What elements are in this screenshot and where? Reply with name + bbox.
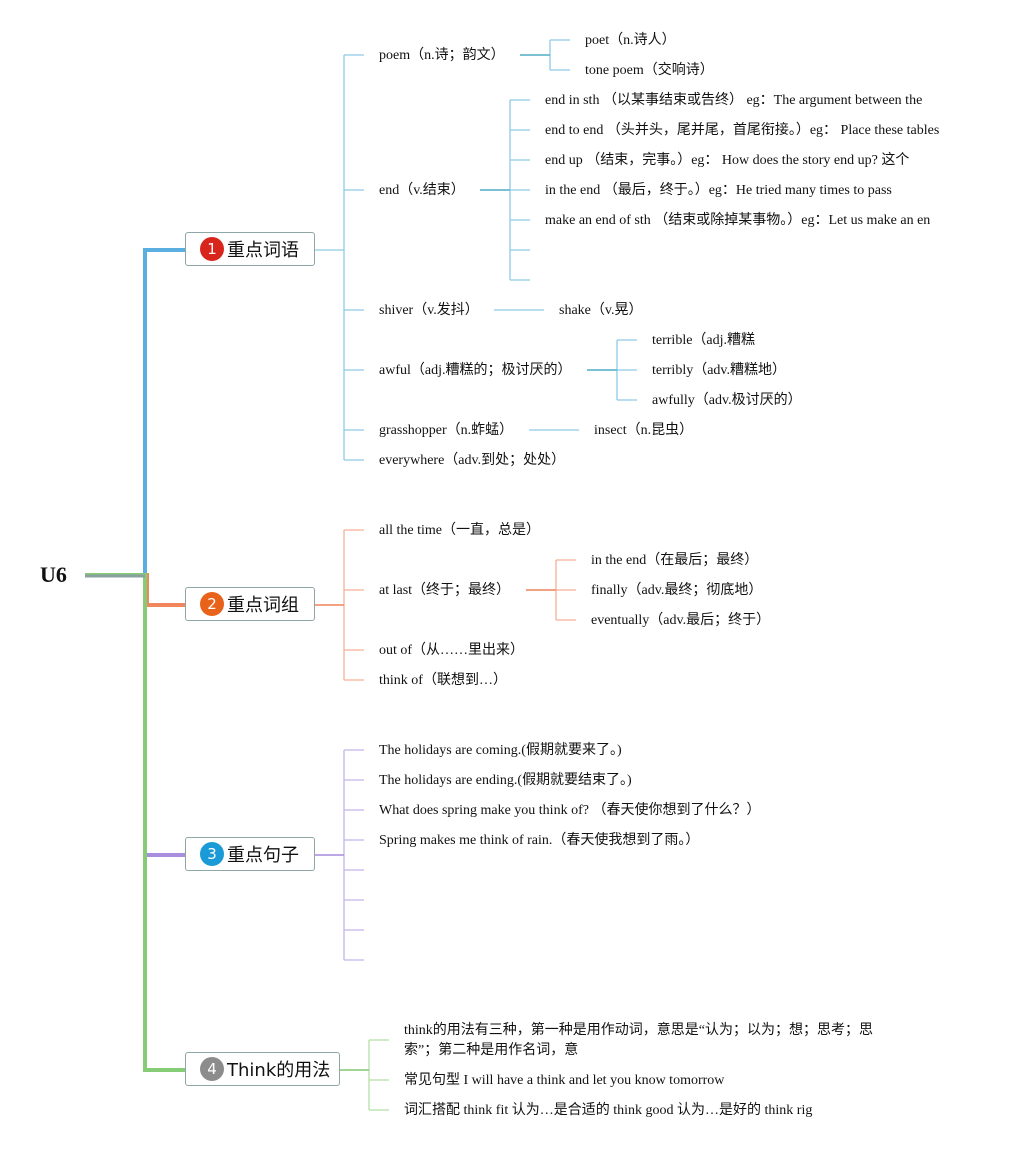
number-3-icon: 3 (200, 842, 224, 866)
node-out-of[interactable]: out of（从……里出来） (379, 643, 525, 658)
node-in-the-end-phrase[interactable]: in the end（在最后；最终） (591, 553, 759, 568)
node-end-in-sth[interactable]: end in sth （以某事结束或告终） eg：The argument be… (545, 93, 923, 108)
branch-key-sentences[interactable]: 3 重点句子 (185, 837, 315, 871)
node-think-usage-desc[interactable]: think的用法有三种，第一种是用作动词，意思是“认为；以为；想；思考；思索”；… (404, 1023, 873, 1058)
trunk-line-3 (85, 573, 185, 857)
branch-label: 重点句子 (227, 845, 299, 866)
node-in-the-end[interactable]: in the end （最后，终于。）eg：He tried many time… (545, 183, 892, 198)
branch-label: 重点词组 (227, 595, 299, 616)
node-sentence-4[interactable]: Spring makes me think of rain.（春天使我想到了雨。… (379, 833, 700, 848)
node-terribly[interactable]: terribly（adv.糟糕地） (652, 363, 787, 378)
node-awfully[interactable]: awfully（adv.极讨厌的） (652, 393, 802, 408)
b3-ticks (344, 749, 364, 961)
node-grasshopper[interactable]: grasshopper（n.蚱蜢） (379, 423, 514, 438)
node-all-the-time[interactable]: all the time（一直，总是） (379, 523, 540, 538)
node-poet[interactable]: poet（n.诗人） (585, 33, 676, 48)
trunk-line-2 (85, 573, 185, 607)
number-1-icon: 1 (200, 237, 224, 261)
number-4-icon: 4 (200, 1057, 224, 1081)
node-insect[interactable]: insect（n.昆虫） (594, 423, 694, 438)
node-end-up[interactable]: end up （结束，完事。）eg： How does the story en… (545, 153, 910, 168)
branch-key-phrases[interactable]: 2 重点词组 (185, 587, 315, 621)
node-tone-poem[interactable]: tone poem（交响诗） (585, 63, 714, 78)
trunk-line-1 (85, 248, 185, 577)
node-end-to-end[interactable]: end to end （头并头，尾并尾，首尾衔接。）eg： Place thes… (545, 123, 940, 138)
trunk-line-4 (85, 573, 185, 1072)
node-poem[interactable]: poem（n.诗；韵文） (379, 48, 505, 63)
node-think-collocation[interactable]: 词汇搭配 think fit 认为…是合适的 think good 认为…是好的… (404, 1103, 813, 1118)
node-shake[interactable]: shake（v.晃） (559, 303, 643, 318)
branch-label: 重点词语 (227, 240, 299, 261)
branch-think-usage[interactable]: 4 Think的用法 (185, 1052, 340, 1086)
end-ticks (510, 99, 530, 281)
node-terrible[interactable]: terrible（adj.糟糕 (652, 333, 756, 348)
node-sentence-2[interactable]: The holidays are ending.(假期就要结束了。) (379, 773, 632, 788)
node-make-an-end[interactable]: make an end of sth （结束或除掉某事物。）eg：Let us … (545, 213, 931, 228)
node-at-last[interactable]: at last（终于；最终） (379, 583, 511, 598)
b4-connector (340, 1040, 370, 1110)
node-everywhere[interactable]: everywhere（adv.到处；处处） (379, 453, 566, 468)
node-shiver[interactable]: shiver（v.发抖） (379, 303, 479, 318)
b2-ticks (344, 529, 364, 681)
node-think-of[interactable]: think of（联想到…） (379, 673, 507, 688)
node-end[interactable]: end（v.结束） (379, 183, 465, 198)
root-node[interactable]: U6 (40, 562, 67, 587)
b4-ticks (369, 1039, 389, 1111)
node-think-pattern[interactable]: 常见句型 I will have a think and let you kno… (404, 1073, 725, 1088)
node-awful[interactable]: awful（adj.糟糕的；极讨厌的） (379, 363, 572, 378)
branch-key-words[interactable]: 1 重点词语 (185, 232, 315, 266)
number-2-icon: 2 (200, 592, 224, 616)
b1-connector (315, 55, 345, 460)
node-finally[interactable]: finally（adv.最终；彻底地） (591, 583, 763, 598)
branch-label: Think的用法 (227, 1060, 331, 1081)
node-sentence-3[interactable]: What does spring make you think of? （春天使… (379, 803, 761, 818)
node-sentence-1[interactable]: The holidays are coming.(假期就要来了。) (379, 743, 622, 758)
node-eventually[interactable]: eventually（adv.最后；终于） (591, 613, 771, 628)
